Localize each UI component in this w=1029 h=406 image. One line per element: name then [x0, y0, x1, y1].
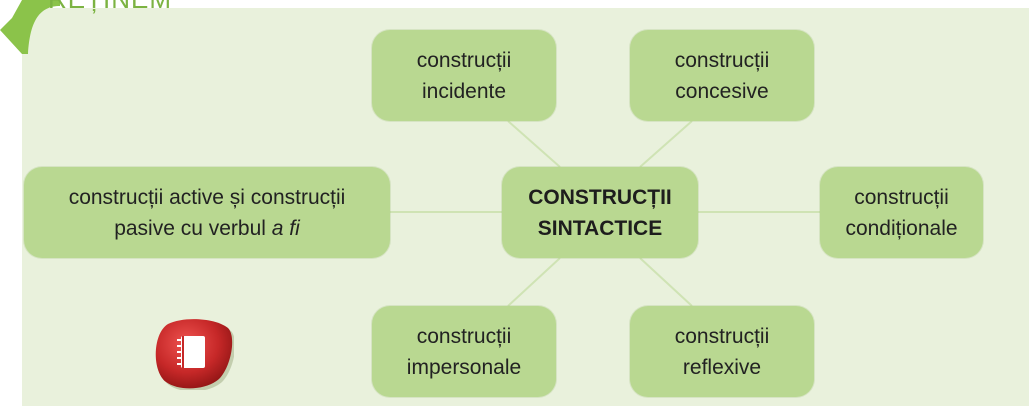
node-concesive-line1: construcții [674, 48, 770, 72]
node-constructii-active-pasive: construcții active și construcții pasive… [24, 167, 390, 258]
node-conditionale-line2: condiționale [845, 216, 958, 240]
node-conditionale-line1: construcții [854, 185, 949, 209]
node-reflexive-line2: reflexive [682, 355, 762, 379]
node-constructii-incidente: construcții incidente [372, 30, 556, 121]
node-incidente-line1: construcții [416, 48, 512, 72]
node-active-line2: pasive cu verbul a fi [69, 213, 346, 244]
connector-impersonale [507, 257, 561, 307]
connector-concesive [639, 120, 693, 168]
connector-reflexive [639, 257, 693, 307]
node-incidente-line2: incidente [421, 79, 507, 103]
node-constructii-conditionale: construcții condiționale [820, 167, 983, 258]
node-active-line2-text: pasive cu verbul [114, 216, 272, 240]
section-title: REȚINEM [48, 0, 172, 12]
node-active-line1: construcții active și construcții [68, 185, 346, 209]
node-constructii-impersonale: construcții impersonale [372, 306, 556, 397]
node-constructii-reflexive: construcții reflexive [630, 306, 814, 397]
center-line2: SINTACTICE [537, 216, 663, 240]
node-impersonale-line2: impersonale [406, 355, 522, 379]
node-reflexive-line1: construcții [674, 324, 770, 348]
center-line1: CONSTRUCȚII [528, 185, 672, 209]
notebook-icon [155, 319, 234, 390]
node-center-constructii-sintactice: CONSTRUCȚII SINTACTICE [502, 167, 698, 258]
node-active-line2-italic: a fi [271, 216, 300, 240]
connector-incidente [507, 120, 561, 168]
node-concesive-line2: concesive [675, 79, 769, 103]
corner-tab-icon [0, 0, 60, 54]
node-impersonale-line1: construcții [416, 324, 512, 348]
node-constructii-concesive: construcții concesive [630, 30, 814, 121]
